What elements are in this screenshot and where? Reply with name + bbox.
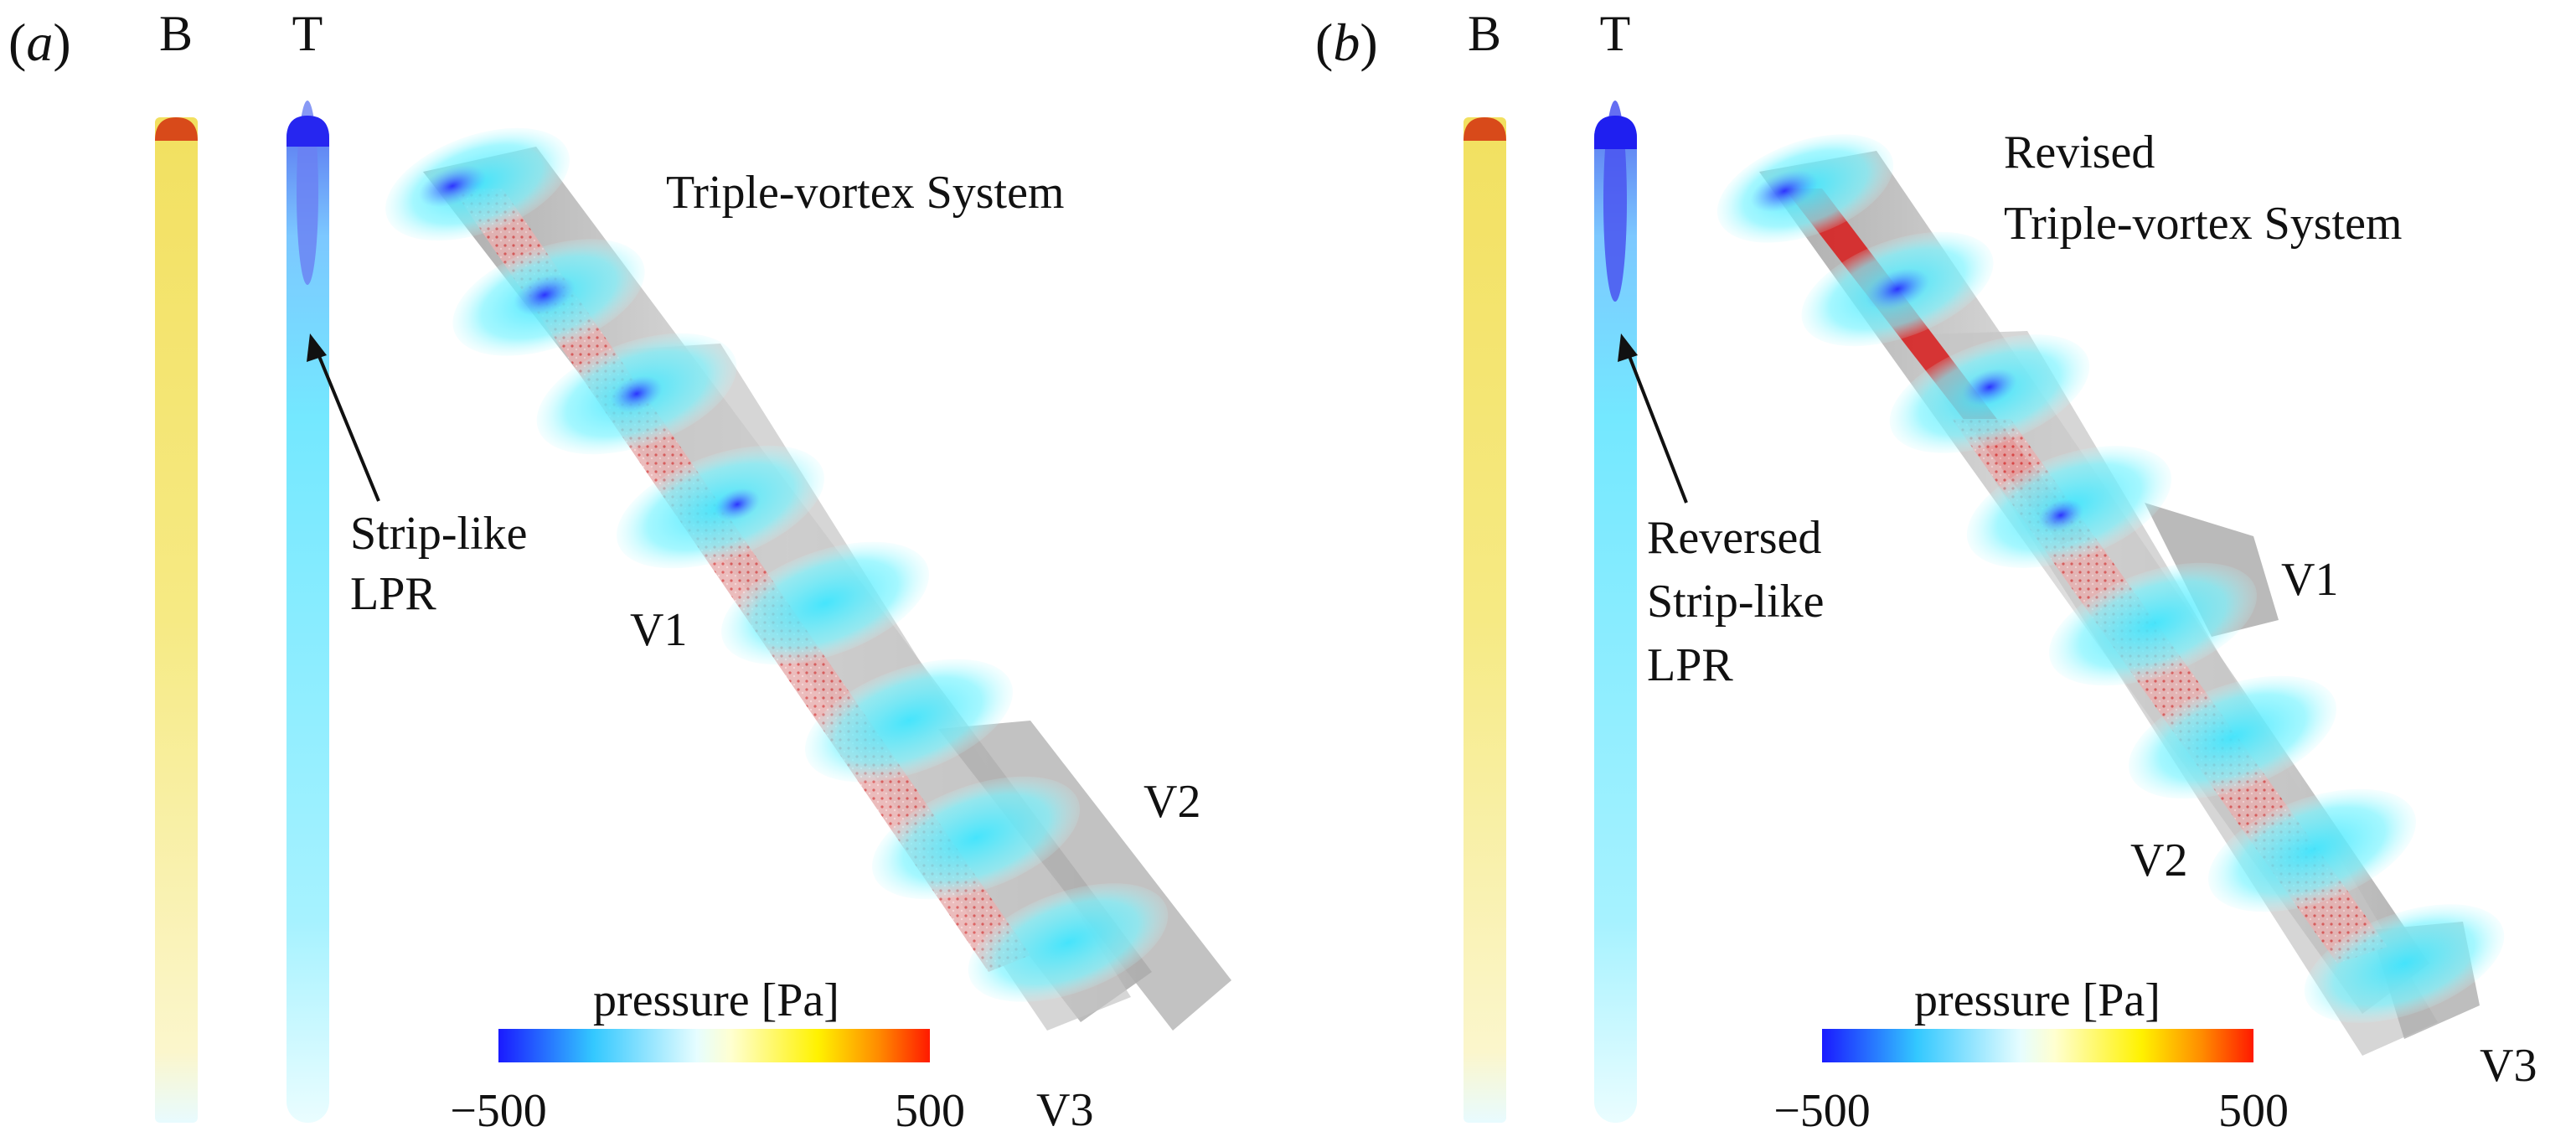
panel-b-vortex-label-v3: V3: [2480, 1040, 2537, 1092]
panel-a-colorbar-min: −500: [450, 1085, 547, 1137]
panel-a-tag: (a): [8, 13, 71, 72]
panel-a-lpr-arrow: [307, 333, 380, 502]
panel-a-vortex-label-v1: V1: [630, 604, 687, 656]
panel-a-lpr-label: Strip-like LPR: [350, 508, 539, 620]
panel-a-colorbar-title: pressure [Pa]: [593, 974, 839, 1026]
panel-a-vortex-label-v3: V3: [1036, 1084, 1093, 1136]
panel-a-bar-b-label: B: [159, 6, 193, 61]
panel-b-vortex-label-v1: V1: [2281, 554, 2338, 606]
panel-b-vortex-system: [1716, 134, 2505, 1056]
panel-b-colorbar-min: −500: [1773, 1085, 1871, 1137]
panel-a-colorbar-max: 500: [895, 1085, 965, 1137]
panel-b-bar-b-label: B: [1468, 6, 1501, 61]
panel-a: (a) B T Strip-like LPR Triple-vortex Sys…: [8, 6, 1231, 1137]
panel-a-bar-t-label: T: [292, 6, 323, 61]
panel-b-tag: (b): [1315, 13, 1378, 72]
panel-a-bar-t: [287, 101, 329, 1123]
panel-a-vortex-label-v2: V2: [1143, 776, 1200, 828]
panel-a-bar-b: [155, 117, 198, 1123]
panel-b-bar-t-label: T: [1600, 6, 1631, 61]
panel-b: (b) B T Reversed Strip-like LPR Revised …: [1315, 6, 2537, 1137]
panel-b-vortex-label-v2: V2: [2130, 835, 2187, 886]
panel-b-lpr-arrow: [1618, 333, 1688, 504]
panel-a-colorbar: [498, 1029, 930, 1062]
panel-b-colorbar-max: 500: [2218, 1085, 2289, 1137]
panel-a-vortex-system: [385, 127, 1231, 1031]
panel-b-title: Revised Triple-vortex System: [2004, 127, 2402, 250]
panel-b-bar-b: [1464, 117, 1506, 1123]
panel-b-colorbar-title: pressure [Pa]: [1914, 974, 2160, 1026]
panel-a-pressure-slices: [385, 127, 1169, 1002]
panel-b-lpr-label: Reversed Strip-like LPR: [1647, 512, 1836, 691]
panel-b-colorbar: [1822, 1029, 2253, 1062]
panel-a-title: Triple-vortex System: [666, 167, 1064, 219]
panel-b-bar-t: [1594, 101, 1637, 1123]
